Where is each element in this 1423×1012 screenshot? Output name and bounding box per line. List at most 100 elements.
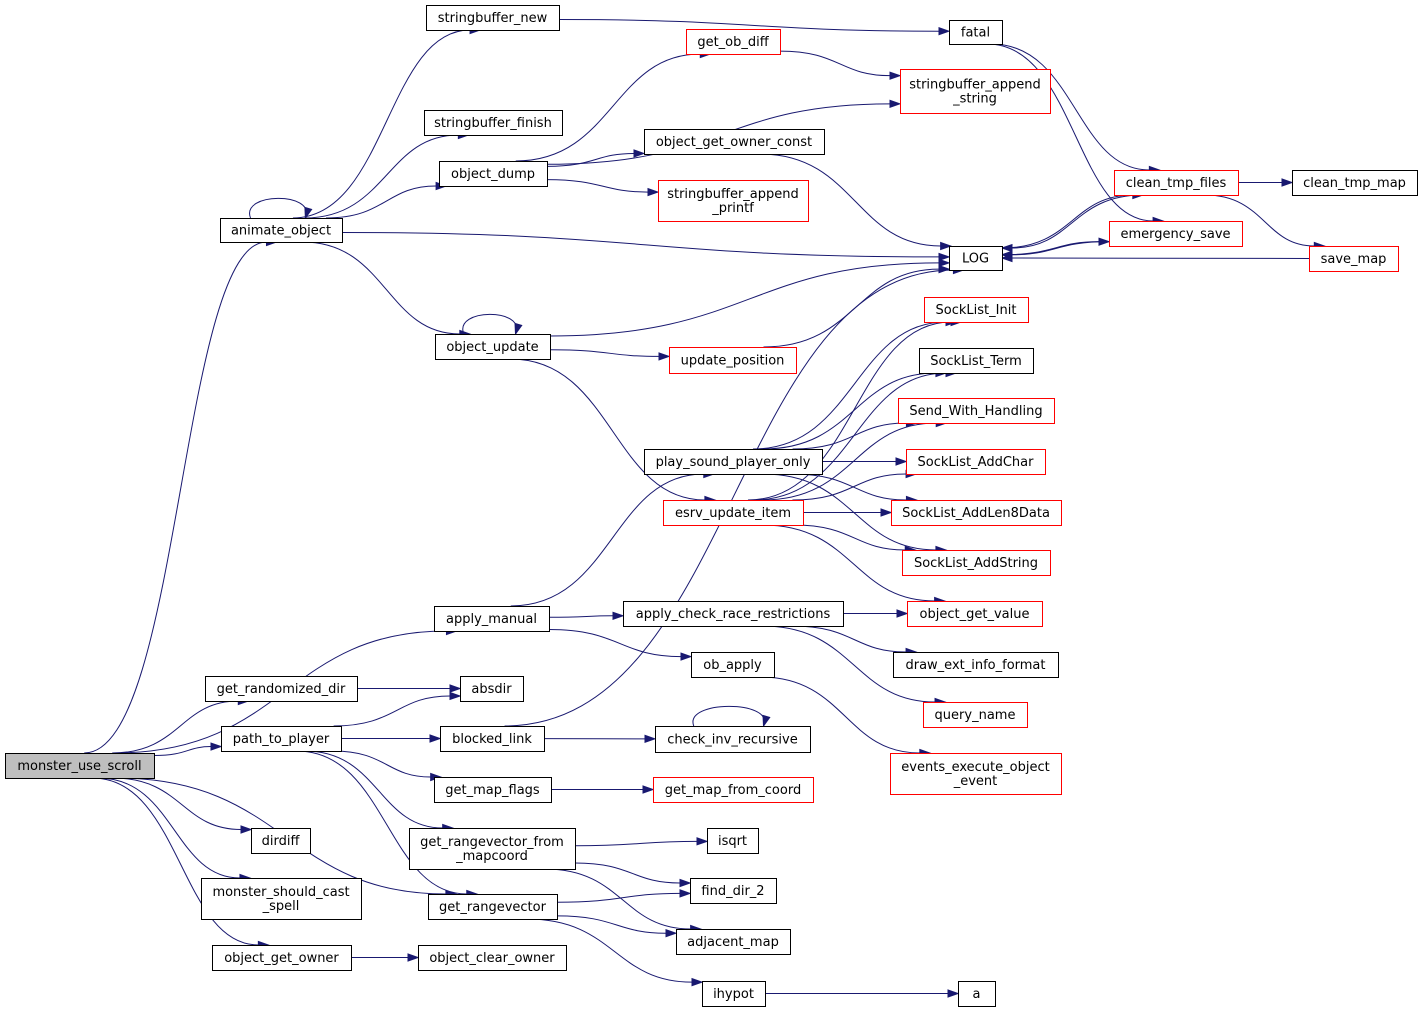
node-box [1114,170,1239,196]
node-adjacent-map[interactable]: adjacent_map [676,929,791,955]
node-object-update[interactable]: object_update [435,334,551,360]
node-object-clear-owner[interactable]: object_clear_owner [418,945,567,971]
node-box [212,945,352,971]
arrowhead [1098,237,1111,246]
node-save-map[interactable]: save_map [1309,246,1399,272]
node-box [409,828,576,870]
edge-get-rangevector-from-mapcoord-to-isqrt [574,840,698,847]
node-stringbuffer-append-printf[interactable]: stringbuffer_append_printf [658,180,809,222]
node-draw-ext-info-format[interactable]: draw_ext_info_format [893,652,1059,678]
node-box [623,601,844,627]
node-box [658,180,809,222]
node-SockList-AddLen8Data[interactable]: SockList_AddLen8Data [891,500,1062,526]
node-label: get_map_flags [445,783,540,798]
arrowhead [658,352,671,361]
node-get-ob-diff[interactable]: get_ob_diff [686,29,781,55]
node-label: _mapcoord [455,849,528,864]
node-blocked-link[interactable]: blocked_link [440,726,545,752]
node-box [440,726,545,752]
node-label: LOG [962,252,989,267]
node-get-rangevector-from-mapcoord[interactable]: get_rangevector_from_mapcoord [409,828,576,870]
edge-get-rangevector-to-find-dir-2 [556,892,681,903]
node-box [1309,246,1399,272]
node-box [426,5,560,31]
node-label: get_map_from_coord [665,783,801,798]
node-SockList-Term[interactable]: SockList_Term [919,348,1034,374]
node-monster-use-scroll[interactable]: monster_use_scroll [5,753,155,779]
node-label: fatal [961,26,990,41]
node-object-get-owner-const[interactable]: object_get_owner_const [644,129,825,155]
node-box [434,777,552,803]
node-find-dir-2[interactable]: find_dir_2 [690,878,777,904]
node-stringbuffer-finish[interactable]: stringbuffer_finish [424,110,563,136]
arrowhead [407,953,420,962]
node-esrv-update-item[interactable]: esrv_update_item [663,500,804,526]
node-object-get-owner[interactable]: object_get_owner [212,945,352,971]
edge-stringbuffer-new-to-fatal [558,18,940,32]
edge-monster-use-scroll-to-animate-object [84,241,267,754]
node-emergency-save[interactable]: emergency_save [1109,221,1243,247]
node-box [1292,170,1418,196]
edge-LOG-to-emergency-save [1001,241,1100,256]
node-box [702,981,766,1007]
node-dirdiff[interactable]: dirdiff [251,828,311,854]
node-events-execute-object-event[interactable]: events_execute_object_event [890,753,1062,795]
edge-animate-object-to-object-update [302,241,460,335]
node-object-dump[interactable]: object_dump [439,161,548,187]
node-label: absdir [471,682,512,697]
node-get-map-from-coord[interactable]: get_map_from_coord [653,777,814,803]
node-SockList-AddString[interactable]: SockList_AddString [902,550,1051,576]
node-a[interactable]: a [958,981,996,1007]
node-label: query_name [935,708,1016,723]
node-monster-should-cast-spell[interactable]: monster_should_cast_spell [201,878,362,920]
node-SockList-AddChar[interactable]: SockList_AddChar [906,449,1046,475]
node-path-to-player[interactable]: path_to_player [221,726,342,752]
node-SockList-Init[interactable]: SockList_Init [924,297,1029,323]
node-absdir[interactable]: absdir [460,676,524,702]
node-label: stringbuffer_append [909,78,1041,93]
node-isqrt[interactable]: isqrt [707,828,759,854]
edge-update-position-to-LOG [763,268,940,348]
edge-animate-object-to-object-dump [326,185,437,219]
node-query-name[interactable]: query_name [923,702,1028,728]
node-stringbuffer-new[interactable]: stringbuffer_new [426,5,560,31]
edge-path-to-player-to-get-map-flags [332,750,431,778]
node-LOG[interactable]: LOG [949,246,1003,271]
node-label: a [973,987,981,1002]
node-clean-tmp-map[interactable]: clean_tmp_map [1292,170,1418,196]
node-get-randomized-dir[interactable]: get_randomized_dir [205,676,358,702]
node-stringbuffer-append-string[interactable]: stringbuffer_append_string [900,69,1051,114]
node-object-get-value[interactable]: object_get_value [907,601,1043,627]
node-ob-apply[interactable]: ob_apply [691,652,775,678]
node-box [891,500,1062,526]
arrowhead [679,889,692,898]
edge-monster-use-scroll-to-monster-should-cast-spell [98,777,240,879]
node-check-inv-recursive[interactable]: check_inv_recursive [655,726,811,753]
node-box [919,348,1034,374]
node-apply-manual[interactable]: apply_manual [434,606,550,632]
node-label: object_get_owner_const [656,135,812,150]
node-clean-tmp-files[interactable]: clean_tmp_files [1114,170,1239,196]
node-apply-check-race-restrictions[interactable]: apply_check_race_restrictions [623,601,844,627]
node-play-sound-player-only[interactable]: play_sound_player_only [644,449,823,475]
edge-check-inv-recursive-to-check-inv-recursive [692,705,765,727]
node-fatal[interactable]: fatal [949,20,1003,45]
edge-object-update-to-LOG [549,262,940,337]
node-label: check_inv_recursive [667,733,797,748]
node-label: stringbuffer_append [667,187,799,202]
node-box [898,398,1055,424]
node-box [460,676,524,702]
node-label: clean_tmp_files [1126,176,1227,191]
arrowhead [514,322,523,336]
edge-monster-use-scroll-to-object-get-owner [92,777,259,946]
node-get-map-flags[interactable]: get_map_flags [434,777,552,803]
edge-get-ob-diff-to-stringbuffer-append-string [779,50,891,77]
node-label: clean_tmp_map [1303,176,1406,191]
node-update-position[interactable]: update_position [669,347,797,374]
node-ihypot[interactable]: ihypot [702,981,766,1007]
node-Send-With-Handling[interactable]: Send_With_Handling [898,398,1055,424]
arrowhead [449,691,462,701]
node-animate-object[interactable]: animate_object [220,218,343,243]
node-label: dirdiff [262,834,301,849]
node-get-rangevector[interactable]: get_rangevector [428,894,558,920]
